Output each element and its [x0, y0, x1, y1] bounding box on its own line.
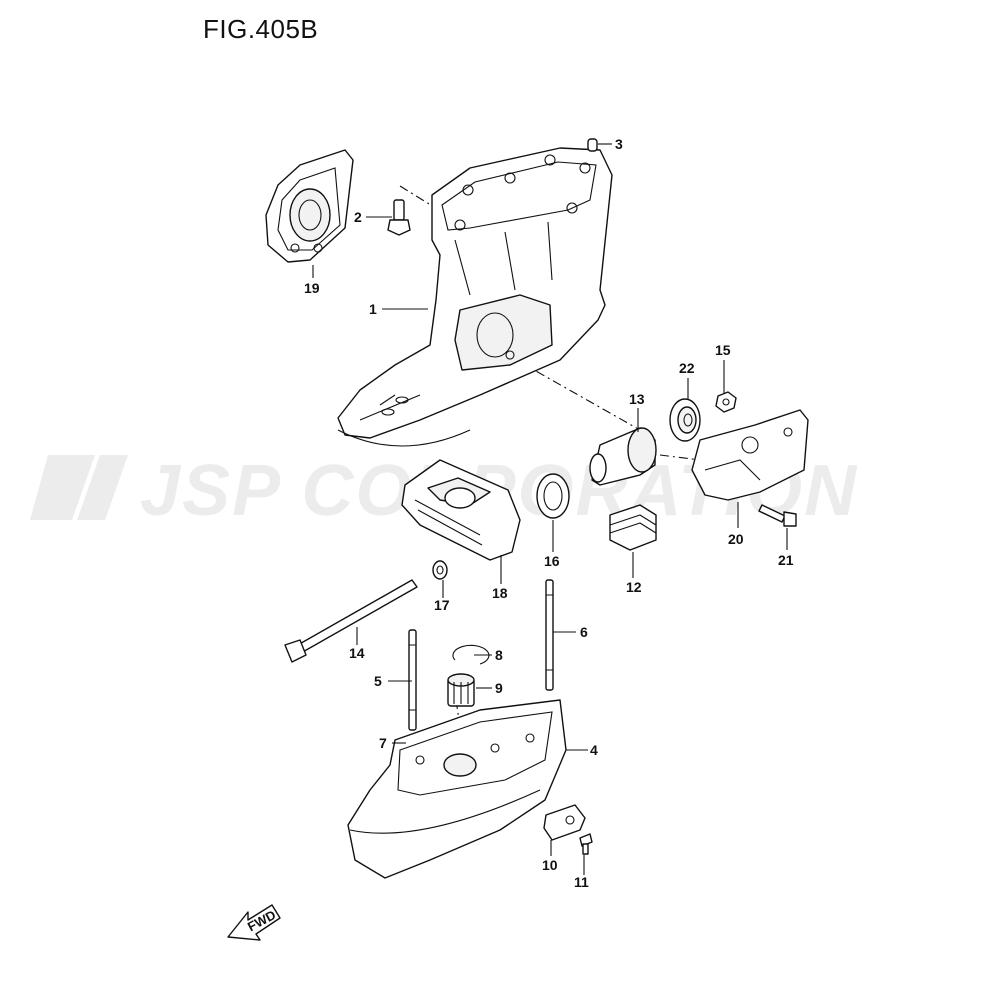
fwd-direction-marker: FWD	[227, 904, 281, 941]
part-19-cover-plate	[265, 149, 354, 263]
callout-3: 3	[615, 136, 623, 152]
callout-11: 11	[574, 874, 589, 890]
callout-5: 5	[374, 673, 382, 689]
fwd-arrow-icon	[227, 904, 281, 941]
callout-8: 8	[495, 647, 503, 663]
callout-22: 22	[679, 360, 695, 376]
part-14-long-bolt	[284, 579, 418, 663]
callout-labels: 1 2 3 19 22 15 13 20 21 16 12 18 17 14 6…	[304, 136, 794, 890]
callout-13: 13	[629, 391, 645, 407]
part-4-gear-case-lower	[347, 699, 567, 879]
part-1-gear-case-housing	[337, 147, 613, 447]
part-9-bushing	[447, 673, 475, 707]
callout-14: 14	[349, 645, 365, 661]
callout-19: 19	[304, 280, 320, 296]
part-3-dowel-pin	[587, 138, 598, 152]
callout-1: 1	[369, 301, 377, 317]
callout-17: 17	[434, 597, 450, 613]
watermark-logo-mark	[30, 455, 128, 520]
callout-20: 20	[728, 531, 744, 547]
figure-title: FIG.405B	[203, 14, 319, 44]
part-10-anode	[543, 804, 586, 841]
part-15-nut	[715, 391, 737, 413]
callout-21: 21	[778, 552, 794, 568]
callout-7: 7	[379, 735, 387, 751]
part-16-seal	[536, 473, 570, 519]
callout-2: 2	[354, 209, 362, 225]
part-21-bolt	[758, 504, 797, 527]
callout-6: 6	[580, 624, 588, 640]
part-12-rubber-mount	[609, 504, 657, 551]
callout-15: 15	[715, 342, 731, 358]
part-8-circlip	[452, 644, 490, 665]
callout-12: 12	[626, 579, 642, 595]
part-22-bearing	[669, 398, 701, 442]
callout-18: 18	[492, 585, 508, 601]
part-2-bolt	[387, 199, 411, 236]
leader-lines	[312, 143, 788, 875]
part-6-stud	[545, 579, 554, 691]
part-13-bushing	[589, 427, 657, 486]
part-18-spline-block	[401, 459, 521, 561]
part-11-screw	[579, 833, 593, 855]
part-20-bracket	[691, 409, 809, 501]
callout-10: 10	[542, 857, 558, 873]
part-5-stud	[408, 629, 417, 731]
part-17-washer	[432, 560, 448, 580]
callout-16: 16	[544, 553, 560, 569]
callout-4: 4	[590, 742, 598, 758]
callout-9: 9	[495, 680, 503, 696]
